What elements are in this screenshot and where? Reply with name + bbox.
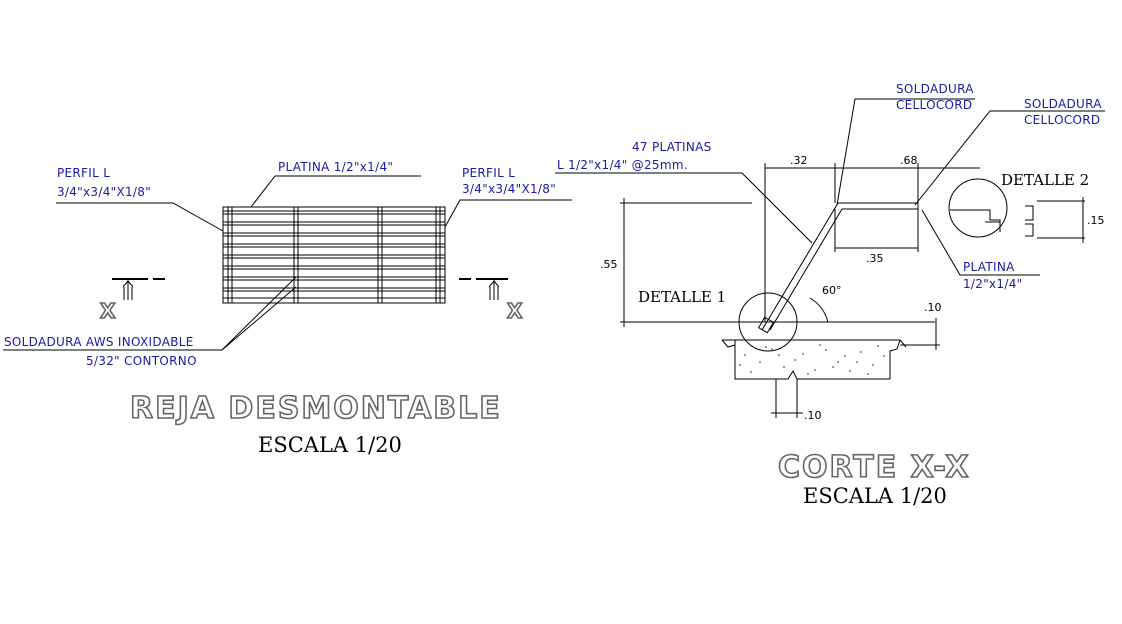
soldadura-2-line2: CELLOCORD xyxy=(1024,113,1100,127)
soldadura-left-line1: SOLDADURA AWS INOXIDABLE xyxy=(4,335,194,349)
reja-scale: ESCALA 1/20 xyxy=(258,433,402,457)
dim-055: .55 xyxy=(600,258,618,271)
platina-left-label: PLATINA 1/2"x1/4" xyxy=(278,160,393,174)
detalle-2-circle xyxy=(948,178,1008,238)
perfil-right-line2: 3/4"x3/4"X1/8" xyxy=(462,182,556,196)
section-x-left: X xyxy=(100,299,117,323)
concrete-base xyxy=(721,339,907,380)
platinas-horizontal xyxy=(223,210,445,299)
reja-title: REJA DESMONTABLE xyxy=(130,391,502,426)
dim-035: .35 xyxy=(866,252,884,265)
leaders-right xyxy=(555,98,1105,276)
perfil-right-line1: PERFIL L xyxy=(462,166,515,180)
angle-label: 60° xyxy=(822,284,842,297)
platina-right-line1: PLATINA xyxy=(963,260,1015,274)
perfil-left-line1: PERFIL L xyxy=(57,166,110,180)
dim-015: .15 xyxy=(1087,214,1105,227)
soldadura-1-line2: CELLOCORD xyxy=(896,98,972,112)
detalle-2-label: DETALLE 2 xyxy=(1001,171,1089,189)
platinas-line2: L 1/2"x1/4" @25mm. xyxy=(557,158,688,172)
dim-010-bottom: .10 xyxy=(804,409,822,422)
corte-scale: ESCALA 1/20 xyxy=(803,484,947,508)
soldadura-2-line1: SOLDADURA xyxy=(1024,97,1102,111)
dim-010-right: .10 xyxy=(924,301,942,314)
dim-068: .68 xyxy=(900,154,918,167)
leaders-left xyxy=(3,175,572,351)
soldadura-left-line2: 5/32" CONTORNO xyxy=(86,354,197,368)
section-mark-left xyxy=(112,278,165,300)
detalle-1-label: DETALLE 1 xyxy=(638,288,726,306)
soldadura-1-line1: SOLDADURA xyxy=(896,82,974,96)
dim-032: .32 xyxy=(790,154,808,167)
detalle-1-circle xyxy=(738,292,798,352)
inclined-bar xyxy=(757,202,919,334)
perfil-left-line2: 3/4"x3/4"X1/8" xyxy=(57,185,151,199)
reja-elevation xyxy=(222,206,446,304)
corte-title: CORTE X-X xyxy=(778,450,971,485)
section-mark-right xyxy=(459,278,508,300)
platinas-line1: 47 PLATINAS xyxy=(632,140,712,154)
section-x-right: X xyxy=(507,299,524,323)
platina-right-line2: 1/2"x1/4" xyxy=(963,277,1022,291)
